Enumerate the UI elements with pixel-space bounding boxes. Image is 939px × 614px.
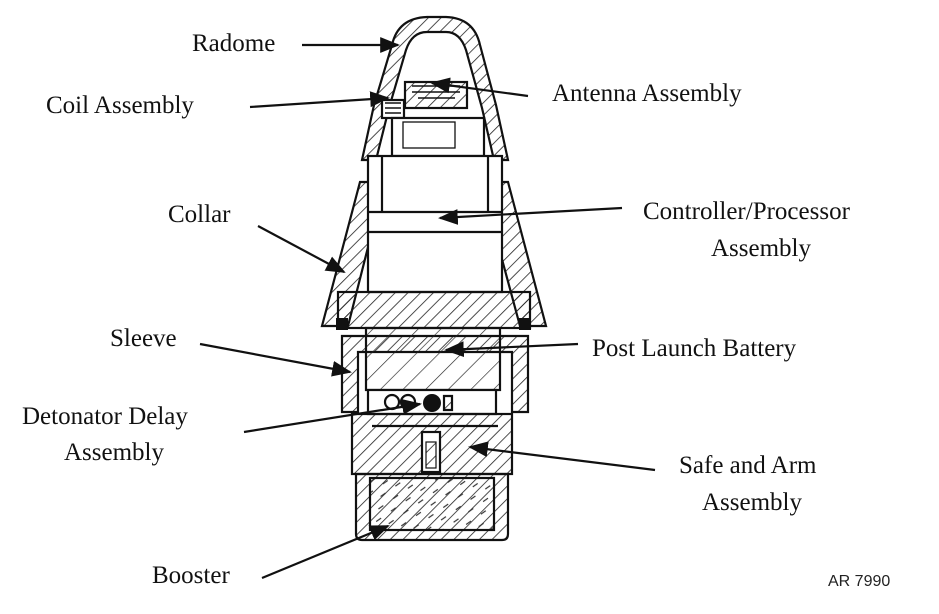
- fuze-body: [320, 15, 548, 542]
- safe-arm-pin: [425, 441, 437, 469]
- leader-coil: [249, 91, 390, 109]
- leader-sleeve: [199, 342, 352, 377]
- label-radome: Radome: [192, 30, 275, 57]
- leader-booster: [261, 524, 390, 580]
- leader-controller: [438, 206, 623, 225]
- label-booster: Booster: [152, 562, 230, 589]
- detonator-core: [423, 394, 441, 412]
- label-safe-arm-line2: Assembly: [702, 489, 803, 516]
- labels: Radome Coil Assembly Antenna Assembly Co…: [22, 30, 890, 590]
- leader-battery: [444, 341, 579, 358]
- label-detonator-line2: Assembly: [64, 439, 165, 466]
- leader-detonator: [243, 398, 422, 434]
- label-post-launch-battery: Post Launch Battery: [592, 335, 797, 362]
- upper-module-inner: [402, 121, 456, 149]
- label-collar: Collar: [168, 201, 231, 228]
- label-coil-assembly: Coil Assembly: [46, 92, 194, 119]
- label-controller-line1: Controller/Processor: [643, 198, 851, 225]
- detonator-gear: [442, 394, 454, 412]
- leader-antenna: [430, 77, 529, 98]
- label-controller-line2: Assembly: [711, 235, 812, 262]
- seal-left: [336, 318, 348, 330]
- label-detonator-line1: Detonator Delay: [22, 403, 188, 430]
- leader-safe-arm: [468, 441, 656, 472]
- seal-right: [519, 318, 531, 330]
- base-plate: [336, 290, 532, 330]
- label-sleeve: Sleeve: [110, 325, 177, 352]
- post-launch-battery: [364, 326, 502, 392]
- leader-collar: [257, 225, 346, 273]
- booster-charge: [368, 476, 496, 532]
- leader-lines: [199, 37, 656, 580]
- label-antenna-assembly: Antenna Assembly: [552, 80, 742, 107]
- label-safe-arm-line1: Safe and Arm: [679, 452, 817, 479]
- figure-reference: AR 7990: [828, 573, 890, 590]
- controller-processor-block: [366, 154, 504, 294]
